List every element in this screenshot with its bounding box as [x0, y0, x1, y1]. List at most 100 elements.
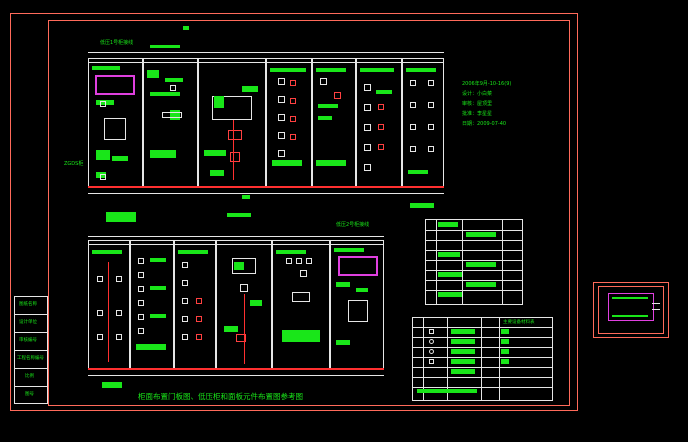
top-busbar — [88, 186, 444, 188]
bot-c4-bar-2 — [224, 326, 238, 332]
top-right-label-bar — [410, 203, 434, 208]
top-label-bar — [150, 45, 180, 48]
bottom-dimension-line — [88, 236, 384, 237]
top-cabinet-6[interactable] — [356, 58, 402, 188]
bot-c1-meter-2 — [116, 276, 122, 282]
bot-c4-bar-1 — [234, 262, 244, 270]
bot-c2-meter-1 — [138, 258, 144, 264]
top-c6-bar-1 — [360, 68, 394, 72]
top-cabinet-7[interactable] — [402, 58, 444, 188]
top-c5-relay-1 — [334, 92, 341, 99]
top-c3-relay-2 — [230, 152, 240, 162]
title-block-cell-5: 图号 — [25, 392, 34, 397]
drawing-title: 柜面布置门板图、低压柜和面板元件布置图参考图 — [138, 392, 303, 401]
top-c4-meter-4 — [278, 132, 285, 139]
top-base-line — [88, 193, 444, 194]
note-line-4: 日期：2009-07-40 — [462, 121, 507, 127]
top-c6-meter-1 — [364, 84, 371, 91]
top-c4-meter-5 — [278, 150, 285, 157]
top-c3-breaker — [212, 96, 252, 120]
equipment-table-lower[interactable]: 主要设备材料表 — [412, 317, 553, 401]
note-line-2: 审核：屋顶里 — [462, 101, 493, 107]
mid-label-bar-1 — [106, 212, 136, 222]
top-c5-bar-2 — [318, 104, 338, 108]
top-c7-meter-4 — [428, 102, 434, 108]
bot-c5-meter-3 — [306, 258, 312, 264]
bot-c2-meter-6 — [138, 328, 144, 334]
bot-c3-bar-1 — [178, 250, 208, 254]
bot-c3-meter-4 — [182, 316, 188, 322]
equipment-table-upper[interactable] — [425, 219, 523, 305]
outer-frame — [10, 13, 578, 411]
top-c4-relay-2 — [290, 98, 296, 104]
top-c4-relay-1 — [290, 80, 296, 86]
top-section-label: 低压1号柜接线 — [100, 40, 134, 46]
top-c7-bar-2 — [408, 170, 428, 174]
top-meter-window — [95, 75, 135, 95]
bot-c5-meter-2 — [296, 258, 302, 264]
bot-c4-meter-1 — [240, 284, 248, 292]
top-c6-relay-2 — [378, 124, 384, 130]
bottom-busbar — [88, 368, 384, 370]
bottom-base-line — [88, 375, 384, 376]
top-c7-meter-8 — [428, 146, 434, 152]
top-c1-bar-5 — [96, 172, 106, 178]
bot-c6-bar-3 — [336, 340, 350, 345]
bot-c2-bar-1 — [150, 258, 166, 262]
top-c6-meter-4 — [364, 144, 371, 151]
top-c4-meter-2 — [278, 96, 285, 103]
bot-c2-bar-2 — [150, 286, 166, 290]
top-c7-bar-1 — [406, 68, 436, 72]
bot-c2-meter-3 — [138, 286, 144, 292]
title-block-cell-1: 设计单位 — [19, 320, 37, 325]
bot-c2-bar-4 — [136, 344, 166, 350]
top-c2-bar-4 — [150, 150, 176, 158]
bottom-meter-window — [338, 256, 378, 276]
top-c7-meter-7 — [410, 146, 416, 152]
top-cabinet-4[interactable] — [266, 58, 312, 188]
top-c4-meter-1 — [278, 78, 285, 85]
bottom-section-label: 低压2号柜接线 — [336, 222, 370, 228]
thumbnail-preview[interactable] — [593, 282, 669, 338]
bottom-cabinet-3[interactable] — [174, 240, 216, 370]
mid-label-bar-2 — [227, 213, 251, 217]
top-c7-meter-2 — [428, 80, 434, 86]
bot-c5-meter-4 — [300, 270, 307, 277]
top-c3-relay — [228, 130, 242, 140]
bot-c1-meter-4 — [116, 310, 122, 316]
top-c5-meter-1 — [320, 78, 327, 85]
bot-c4-panel — [232, 258, 256, 274]
bottom-roof-line — [88, 244, 384, 245]
top-c5-bar-4 — [316, 160, 346, 166]
mid-label-bar-3 — [242, 195, 250, 199]
bot-c6-panel — [348, 300, 368, 322]
top-roof-line — [88, 62, 444, 63]
bot-c6-bar-4 — [334, 248, 364, 252]
bottom-cabinet-1[interactable] — [88, 240, 130, 370]
bot-c5-bar-1 — [282, 330, 320, 342]
top-c4-meter-3 — [278, 114, 285, 121]
top-c1-lamp-2 — [100, 174, 106, 180]
bot-c5-bar-2 — [276, 250, 306, 254]
top-c3-bar-1 — [214, 96, 224, 108]
bot-c3-relay-2 — [196, 316, 202, 322]
top-c2-bar-3 — [150, 92, 180, 96]
top-c3-bar-4 — [210, 170, 224, 176]
bot-c4-bar-3 — [250, 300, 262, 306]
bot-c5-panel — [292, 292, 310, 302]
bot-c3-meter-3 — [182, 298, 188, 304]
left-title-block: 图纸名称 设计单位 审核编号 工程名称编号 比例 图号 — [14, 296, 48, 404]
note-line-1: 设计：小白菜 — [462, 91, 493, 97]
top-c6-meter-3 — [364, 124, 371, 131]
top-c6-meter-2 — [364, 104, 371, 111]
top-c4-bar-1 — [270, 68, 306, 72]
inner-frame — [48, 20, 570, 406]
title-block-cell-3: 工程名称编号 — [17, 356, 44, 361]
top-cabinet-3[interactable] — [198, 58, 266, 188]
top-c1-lamp — [100, 101, 106, 107]
bot-c4-relay-1 — [236, 334, 246, 342]
top-c2-bar-1 — [147, 70, 159, 78]
top-cabinet-5[interactable] — [312, 58, 356, 188]
top-c7-meter-3 — [410, 102, 416, 108]
